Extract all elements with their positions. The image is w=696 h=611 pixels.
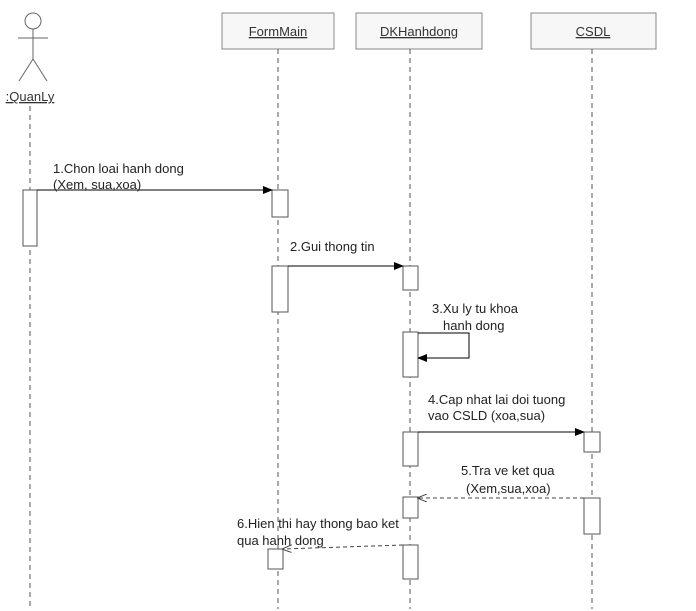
- message-2-label-line1: 2.Gui thong tin: [290, 239, 375, 254]
- lifeline-formmain-box: [221, 12, 335, 50]
- lifeline-dkhanhdong-header: DKHanhdong: [355, 12, 483, 50]
- message-3-arrow: [417, 332, 470, 362]
- activation-dkhanhdong-2: [402, 331, 419, 378]
- message-5-label-line1: 5.Tra ve ket qua: [461, 463, 555, 478]
- activation-dkhanhdong-1: [402, 265, 419, 291]
- lifeline-csdl-box: [530, 12, 657, 50]
- activation-formmain-3: [267, 548, 284, 570]
- message-4: 4.Cap nhat lai doi tuong vao CSLD (xoa,s…: [418, 392, 585, 436]
- message-3-label-line2: hanh dong: [443, 318, 504, 333]
- message-2: 2.Gui thong tin: [288, 239, 404, 270]
- activation-dkhanhdong-4: [402, 496, 419, 519]
- lifeline-csdl-label: CSDL: [576, 24, 611, 39]
- lifeline-dkhanhdong-label: DKHanhdong: [380, 24, 458, 39]
- message-5-label-line2: (Xem,sua,xoa): [466, 481, 551, 496]
- lifeline-formmain-label: FormMain: [249, 24, 308, 39]
- message-6-label-line1: 6.Hien thi hay thong bao ket: [237, 516, 399, 531]
- lifeline-dkhanhdong-box: [355, 12, 483, 50]
- actor-quanly: :QuanLy: [6, 12, 55, 104]
- activation-formmain-1: [271, 189, 289, 218]
- activation-dkhanhdong-5: [402, 544, 419, 580]
- message-1: 1.Chon loai hanh dong (Xem, sua,xoa): [37, 161, 273, 194]
- activation-csdl-1: [583, 431, 601, 453]
- activation-formmain-2: [271, 265, 289, 313]
- message-3: 3.Xu ly tu khoa hanh dong: [417, 301, 519, 362]
- message-4-label-line1: 4.Cap nhat lai doi tuong: [428, 392, 565, 407]
- actor-leg-right: [32, 58, 48, 82]
- activation-csdl-2: [583, 497, 601, 535]
- message-5: 5.Tra ve ket qua (Xem,sua,xoa): [418, 463, 584, 498]
- message-1-label-line1: 1.Chon loai hanh dong: [53, 161, 184, 176]
- actor-label: :QuanLy: [6, 89, 55, 104]
- activation-dkhanhdong-3: [402, 431, 419, 467]
- message-6-arrow: [283, 544, 404, 549]
- lifeline-formmain-header: FormMain: [221, 12, 335, 50]
- message-6-label-line2: qua hanh dong: [237, 533, 324, 548]
- lifeline-csdl-header: CSDL: [530, 12, 657, 50]
- actor-leg-left: [18, 58, 34, 82]
- activation-quanly-1: [22, 189, 38, 247]
- message-4-label-line2: vao CSLD (xoa,sua): [428, 408, 545, 423]
- message-3-label-line1: 3.Xu ly tu khoa: [432, 301, 519, 316]
- message-1-label-line2: (Xem, sua,xoa): [53, 177, 141, 192]
- actor-head-icon: [24, 12, 42, 30]
- message-6: 6.Hien thi hay thong bao ket qua hanh do…: [237, 516, 404, 549]
